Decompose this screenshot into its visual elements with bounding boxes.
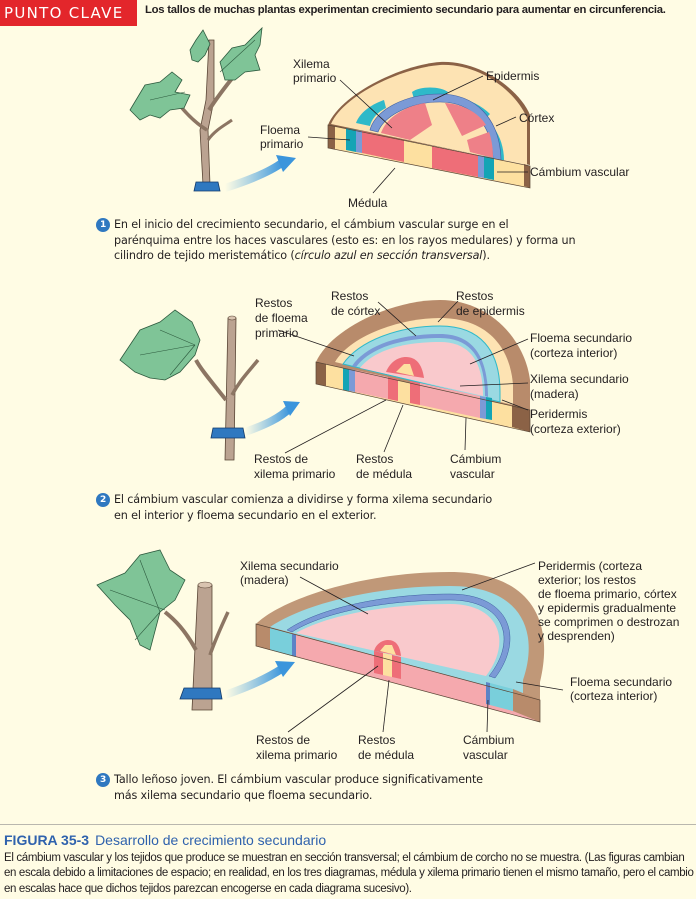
figure-caption: El cámbium vascular y los tejidos que pr…	[4, 852, 694, 895]
label-peridermis-3: Peridermis (corteza exterior; los restos…	[538, 559, 683, 643]
arrow-icon	[275, 661, 295, 677]
young-plant-icon	[129, 26, 263, 192]
step-number-badge: 2	[96, 493, 110, 507]
label-cortex-1: Córtex	[519, 111, 554, 125]
caption-divider	[0, 824, 696, 825]
figure-number: FIGURA 35-3	[4, 832, 90, 848]
label-xilema-secundario-2: Xilema secundario(madera)	[530, 372, 629, 401]
woody-plant-icon	[96, 549, 230, 711]
figure-title-text: Desarrollo de crecimiento secundario	[95, 832, 327, 848]
cross-section-1	[327, 61, 531, 189]
label-medula-1: Médula	[348, 196, 388, 210]
arrow-icon	[283, 401, 300, 416]
arrow-icon	[276, 155, 296, 172]
label-floema-secundario-2: Floema secundario(corteza interior)	[530, 331, 632, 360]
label-peridermis-2: Peridermis(corteza exterior)	[530, 407, 621, 436]
key-point-text: Los tallos de muchas plantas experimenta…	[145, 4, 666, 16]
figure-title: FIGURA 35-3 Desarrollo de crecimiento sec…	[4, 832, 326, 848]
label-xilema-secundario-3: Xilema secundario(madera)	[240, 559, 339, 587]
older-plant-icon	[119, 309, 260, 461]
cross-section-3	[255, 572, 545, 723]
label-epidermis-1: Epidermis	[486, 69, 539, 83]
label-cambium-1: Cámbium vascular	[530, 165, 629, 179]
diagram-3: Xilema secundario(madera) Peridermis (co…	[96, 549, 683, 762]
key-point-badge: PUNTO CLAVE	[0, 0, 137, 26]
label-floema-secundario-3: Floema secundario(corteza interior)	[570, 675, 672, 703]
step-number-badge: 1	[96, 218, 110, 232]
step-number-badge: 3	[96, 773, 110, 787]
cross-section-2	[315, 300, 531, 433]
